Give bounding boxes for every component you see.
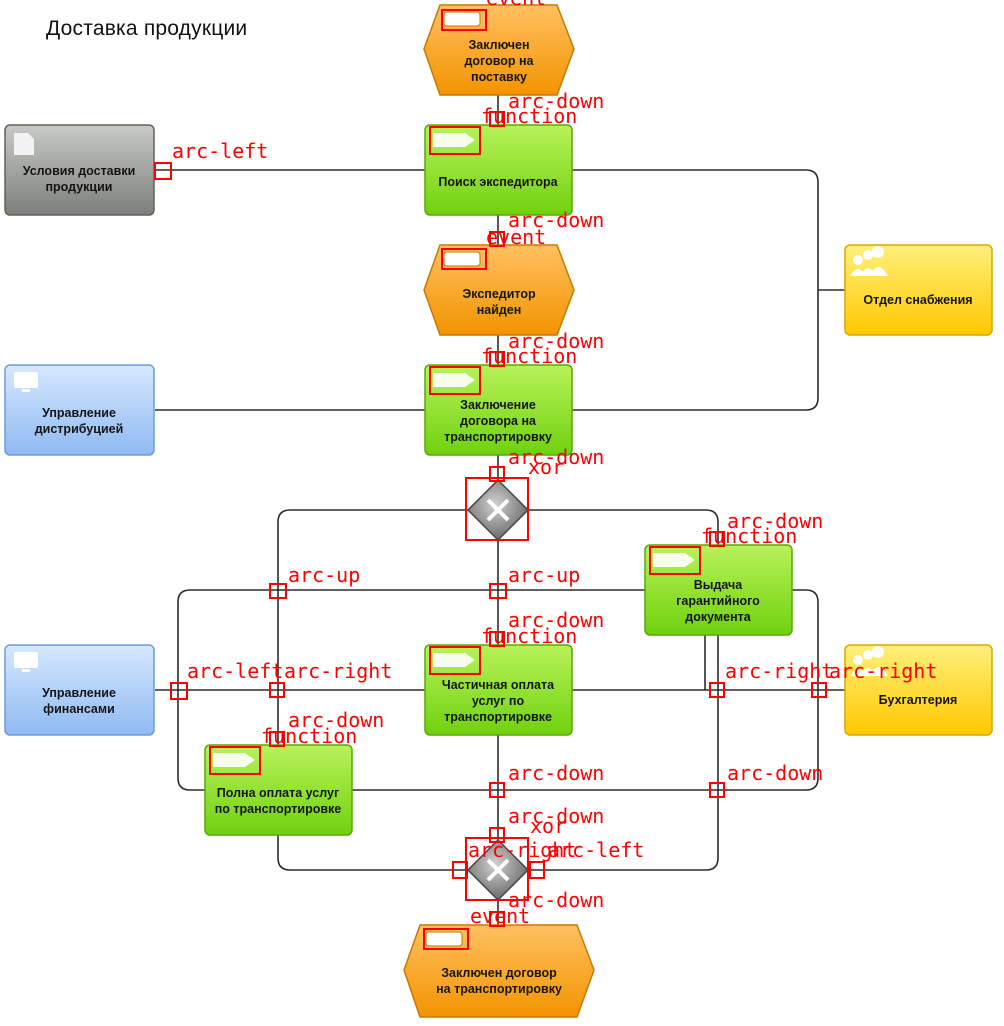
annotation-label: function [481,344,577,368]
annotation-label: function [261,724,357,748]
annotation-label: arc-down [727,761,823,785]
annotation-label: arc-up [508,563,580,587]
org-unit-label: Бухгалтерия [879,693,958,707]
annotation-label: xor [530,814,566,838]
function-node[interactable]: Поиск экспедитора [424,124,573,216]
annotation-label: event [486,0,546,10]
annotation-label: arc-down [508,89,604,113]
people-icon [850,246,888,276]
close-icon [486,498,510,522]
annotation-label: arc-left [172,139,268,163]
annotation-label: arc-down [508,761,604,785]
close-icon [486,858,510,882]
annotation-label: arc-down [508,445,604,469]
annotation-label: arc-down [508,888,604,912]
annotation-label: arc-down [288,708,384,732]
annotation-label: arc-down [508,608,604,632]
xor-gateway[interactable] [466,838,530,902]
annotation-label: arc-right [829,659,937,683]
page-title: Доставка продукции [46,17,248,40]
org-unit-node[interactable]: Отдел снабжения [844,244,993,336]
annotation-label: event [470,904,530,928]
xor-gateway[interactable] [466,478,530,542]
org-unit-label: Отдел снабжения [863,293,972,307]
annotation-label: function [481,104,577,128]
annotation-label: arc-down [508,208,604,232]
document-icon [14,133,34,155]
annotation-label: function [481,624,577,648]
monitor-icon [14,372,38,388]
annotation-label: event [486,225,546,249]
annotation-label: arc-down [727,509,823,533]
annotation-label: arc-left [187,659,283,683]
annotation-label: function [701,524,797,548]
monitor-icon [14,652,38,668]
annotation-label: arc-up [288,563,360,587]
annotation-label: arc-down [508,329,604,353]
annotation-label: arc-right [284,659,392,683]
function-label: Поиск экспедитора [438,175,558,189]
annotation-label: xor [528,455,564,479]
annotation-label: arc-right [468,838,576,862]
annotation-labels: event arc-down function arc-left arc-dow… [172,0,937,928]
people-icon [850,646,888,676]
org-unit-node[interactable]: Бухгалтерия [844,644,993,736]
annotation-label: arc-right [725,659,833,683]
connector-lines [155,95,845,925]
annotation-label: arc-left [548,838,644,862]
annotation-label: arc-down [508,804,604,828]
annotation-markers [154,9,827,950]
